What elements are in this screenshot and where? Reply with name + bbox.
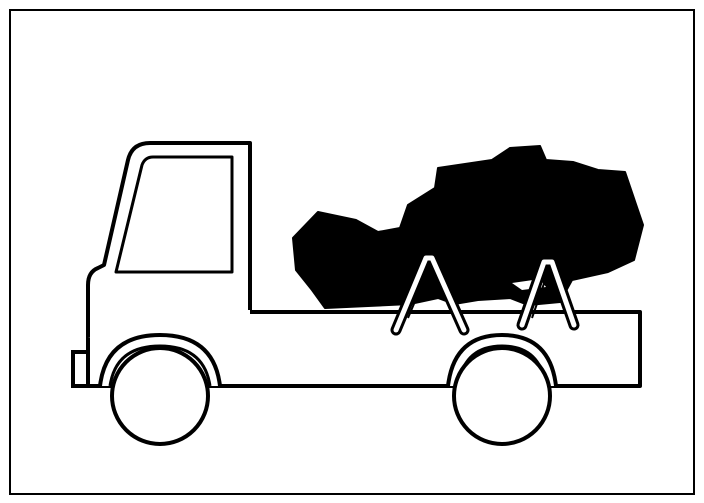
- front-wheel: [112, 348, 208, 444]
- rear-wheel: [454, 348, 550, 444]
